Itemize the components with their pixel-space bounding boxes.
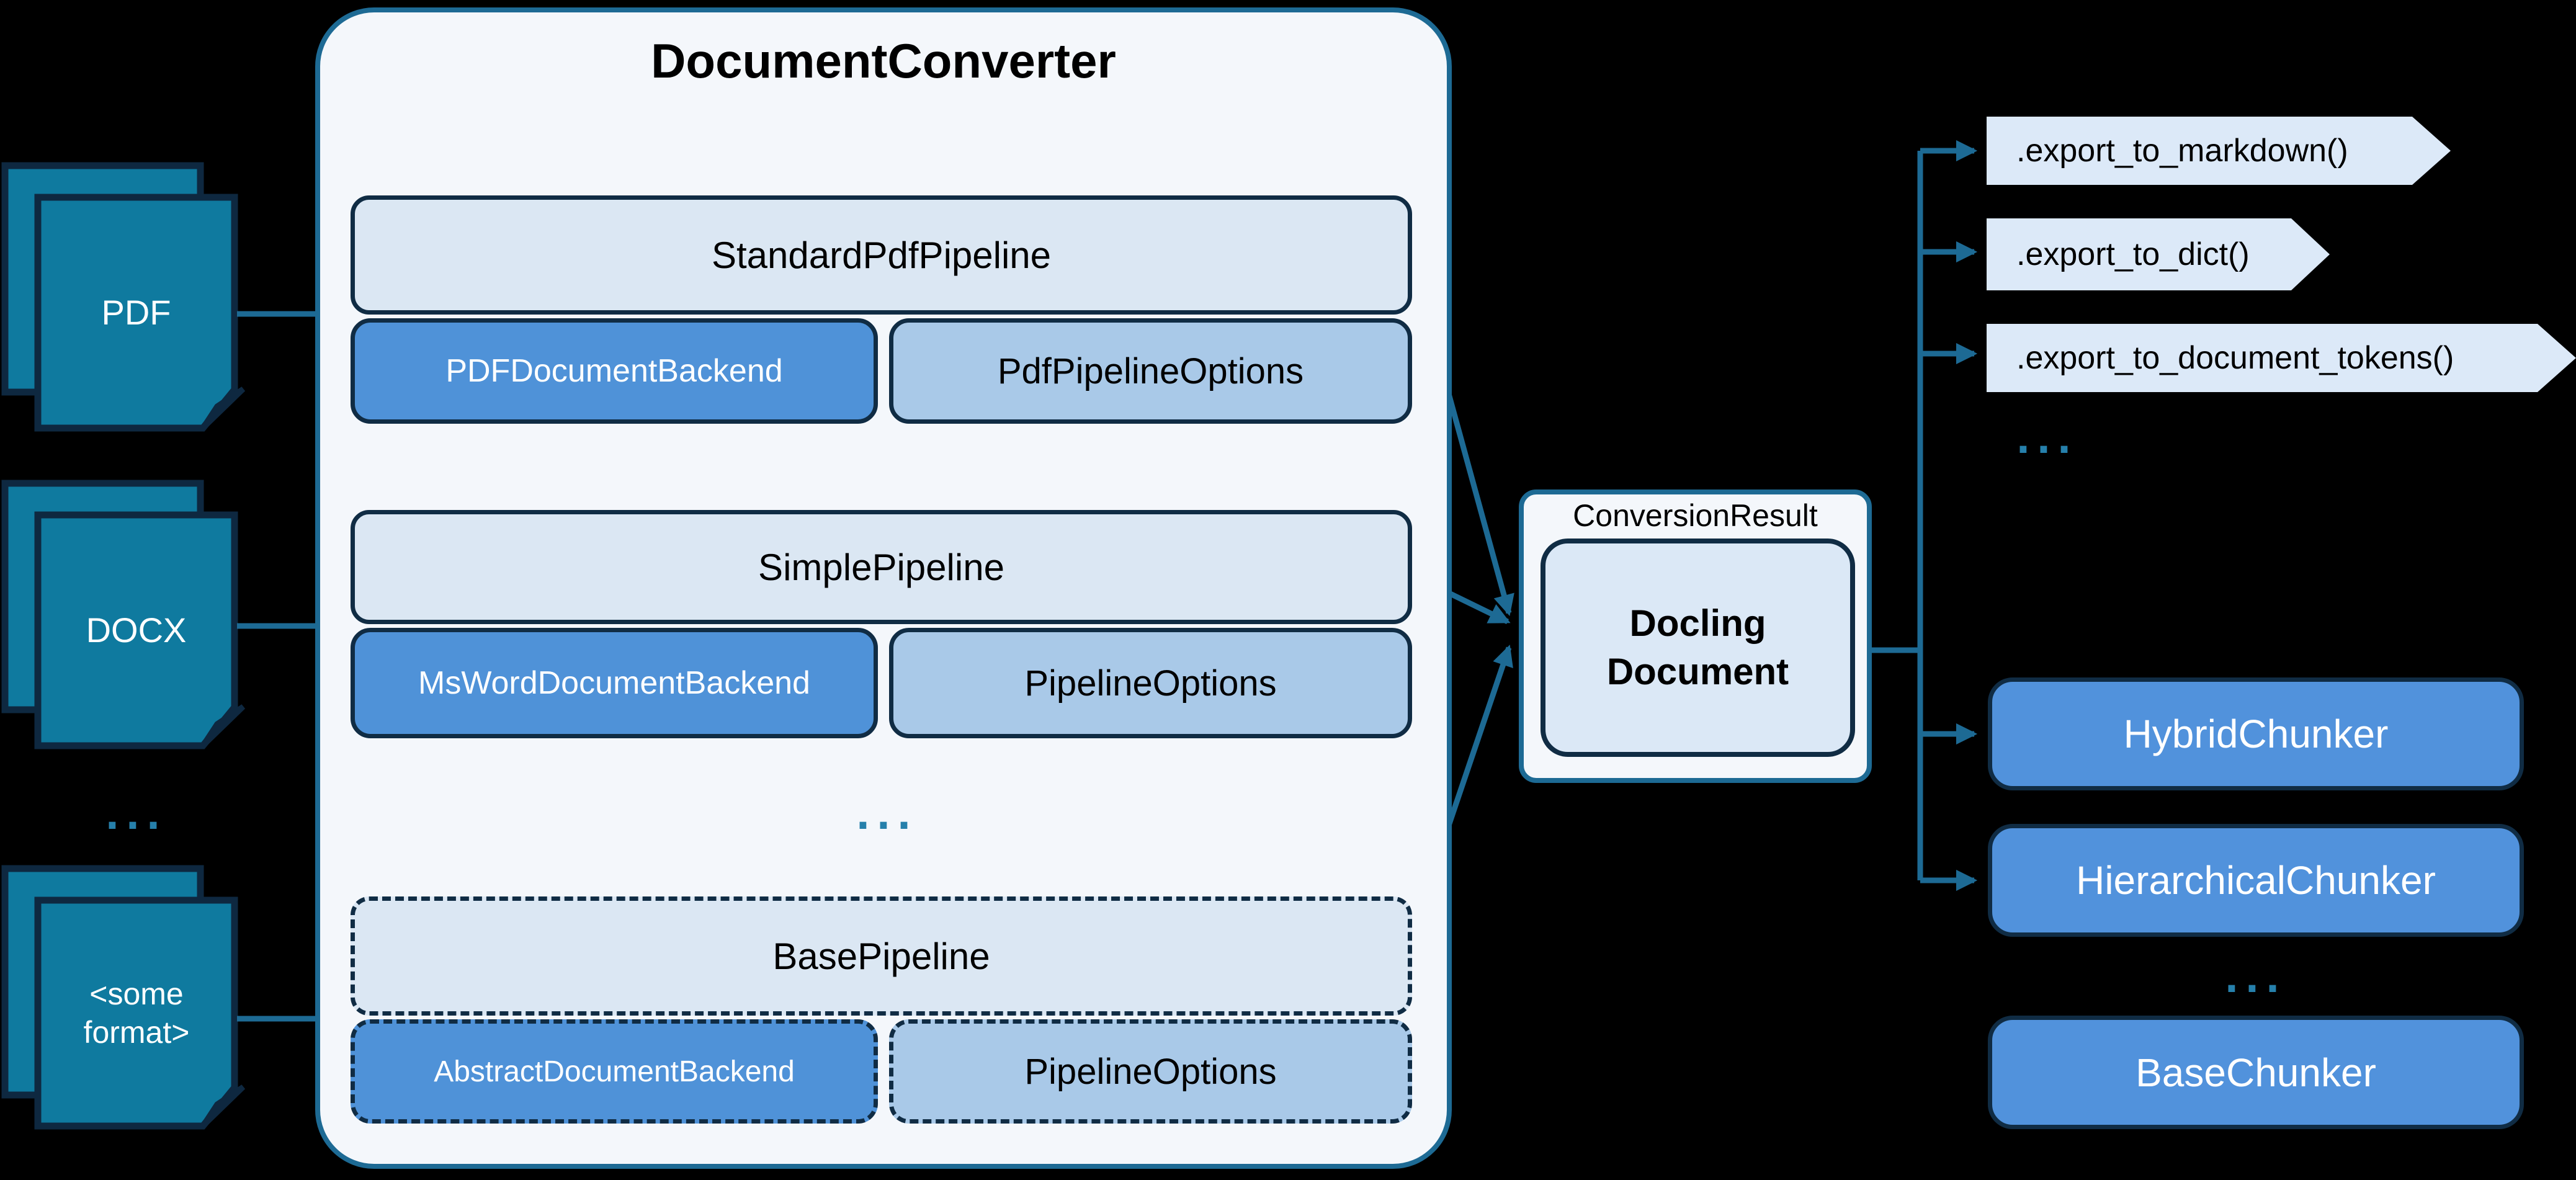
- base-chunker-box: BaseChunker: [1988, 1016, 2524, 1129]
- options-box-simple: PipelineOptions: [889, 628, 1412, 738]
- pipeline-box-standard-pdf: StandardPdfPipeline: [351, 195, 1412, 315]
- conversion-result-label: ConversionResult: [1573, 498, 1818, 533]
- exports-ellipsis: ...: [2016, 410, 2078, 463]
- converter-ellipsis: ...: [856, 786, 918, 839]
- result-branch-lines: [1854, 140, 1978, 892]
- pdf-document-icon: [1, 162, 246, 432]
- other-format-label: <some format>: [83, 976, 190, 1050]
- options-box-pdf: PdfPipelineOptions: [889, 318, 1412, 424]
- export-to-markdown-tag: .export_to_markdown(): [1987, 117, 2451, 185]
- sources-ellipsis: ...: [105, 786, 168, 839]
- pipeline-box-base: BasePipeline: [351, 896, 1412, 1016]
- pdf-label: PDF: [101, 293, 171, 332]
- other-format-document-icon: [1, 865, 246, 1130]
- backend-box-msword: MsWordDocumentBackend: [351, 628, 878, 738]
- backend-box-pdf: PDFDocumentBackend: [351, 318, 878, 424]
- export-to-dict-tag: .export_to_dict(): [1987, 218, 2330, 290]
- backend-box-abstract: AbstractDocumentBackend: [351, 1019, 878, 1124]
- pipeline-box-simple: SimplePipeline: [351, 510, 1412, 624]
- options-box-base: PipelineOptions: [889, 1019, 1412, 1124]
- docx-document-icon: [1, 480, 246, 749]
- docx-label: DOCX: [86, 610, 187, 650]
- docling-document-box: Docling Document: [1541, 539, 1855, 757]
- hierarchical-chunker-box: HierarchicalChunker: [1988, 824, 2524, 937]
- export-to-document-tokens-tag: .export_to_document_tokens(): [1987, 324, 2576, 392]
- document-converter-title: DocumentConverter: [651, 33, 1116, 88]
- hybrid-chunker-box: HybridChunker: [1988, 677, 2524, 790]
- chunkers-ellipsis: ...: [2225, 949, 2287, 1003]
